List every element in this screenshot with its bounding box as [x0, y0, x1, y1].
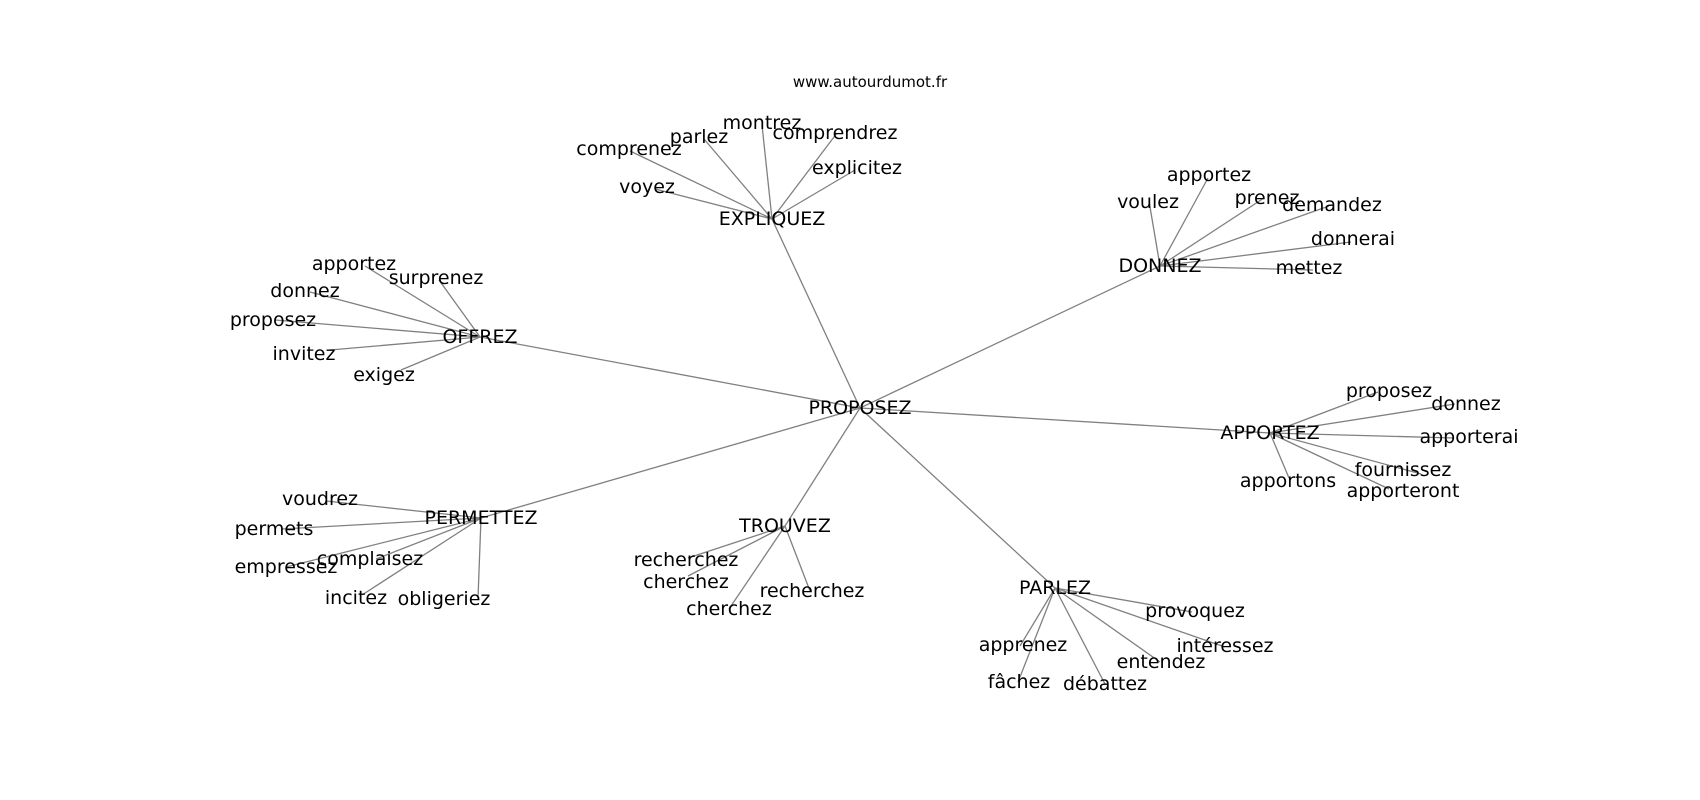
leaf-node-label: cherchez: [643, 571, 729, 593]
edge-apportez-apporteront: [1269, 432, 1390, 490]
leaf-node-label: donnez: [1431, 393, 1500, 415]
edges-layer: [274, 124, 1456, 685]
leaf-node-label: recherchez: [634, 549, 739, 571]
edge-donnez-voulez: [1148, 200, 1161, 267]
edge-offrez-proposez: [274, 319, 481, 338]
leaf-node-label: apportez: [312, 253, 396, 275]
leaf-node-label: voulez: [1117, 191, 1179, 213]
edge-apportez-donnez: [1269, 403, 1456, 434]
edge-parlez-apprenez: [1019, 587, 1056, 647]
edge-trouvez-cherchez: [687, 525, 786, 577]
edge-offrez-apportez: [364, 265, 481, 338]
edge-parlez-provoquez: [1054, 587, 1193, 613]
edge-center-expliquez: [771, 218, 861, 409]
site-credit: www.autourdumot.fr: [793, 73, 948, 91]
leaf-node-label: donnez: [270, 280, 339, 302]
leaf-node-label: recherchez: [760, 580, 865, 602]
leaf-node-label: voudrez: [282, 488, 358, 510]
edge-trouvez-recherchez: [687, 525, 786, 559]
leaf-node-label: voyez: [619, 176, 675, 198]
edge-apportez-apportons: [1269, 432, 1290, 479]
leaf-node-label: demandez: [1282, 194, 1382, 216]
leaf-node-label: invitez: [273, 343, 336, 365]
edge-expliquez-comprendrez: [771, 132, 838, 220]
leaf-node-label: comprenez: [576, 138, 681, 160]
leaf-node-label: complaisez: [317, 548, 423, 570]
edge-expliquez-explicitez: [771, 169, 856, 220]
leaf-node-label: débattez: [1063, 673, 1147, 695]
hub-node-label: APPORTEZ: [1220, 422, 1319, 444]
leaf-node-label: donnerai: [1311, 228, 1395, 250]
edge-parlez-debattez: [1054, 587, 1106, 685]
edge-trouvez-recherchez: [784, 525, 811, 592]
leaf-node-label: empressez: [235, 556, 338, 578]
edge-permettez-obligeriez: [477, 517, 482, 599]
hub-node-label: EXPLIQUEZ: [719, 208, 826, 230]
edge-center-offrez: [479, 336, 861, 409]
edge-donnez-mettez: [1159, 265, 1314, 271]
hub-node-label: DONNEZ: [1118, 255, 1201, 277]
edge-apportez-fournissez: [1269, 432, 1422, 475]
edge-center-apportez: [859, 407, 1271, 434]
edge-permettez-incitez: [361, 517, 482, 596]
leaf-node-label: intéressez: [1176, 635, 1273, 657]
hub-node-label: TROUVEZ: [738, 515, 831, 537]
leaf-node-label: parlez: [670, 126, 728, 148]
edge-offrez-exigez: [400, 336, 481, 371]
edge-center-donnez: [859, 265, 1161, 409]
leaf-node-label: obligeriez: [398, 588, 491, 610]
edge-donnez-donnerai: [1159, 241, 1352, 267]
leaf-node-label: apporteront: [1347, 480, 1460, 502]
edge-expliquez-voyez: [654, 188, 773, 220]
leaf-node-label: mettez: [1276, 257, 1343, 279]
edge-permettez-permets: [281, 517, 482, 530]
leaf-node-label: exigez: [353, 364, 415, 386]
leaf-node-label: fournissez: [1355, 459, 1452, 481]
edge-expliquez-parlez: [703, 138, 773, 220]
edge-expliquez-montrez: [761, 124, 773, 220]
edge-offrez-surprenez: [438, 279, 481, 338]
center-node-label: PROPOSEZ: [808, 397, 911, 419]
leaf-node-label: apporterai: [1419, 426, 1518, 448]
leaf-node-label: comprendrez: [773, 122, 898, 144]
edge-donnez-demandez: [1159, 205, 1330, 267]
edge-parlez-fachez: [1017, 587, 1056, 683]
edge-apportez-apporterai: [1269, 432, 1455, 439]
edge-offrez-donnez: [309, 291, 481, 338]
hub-node-label: OFFREZ: [442, 326, 517, 348]
edge-apportez-proposez: [1269, 391, 1379, 434]
leaf-node-label: explicitez: [812, 157, 902, 179]
leaf-node-label: apportons: [1240, 470, 1336, 492]
leaf-node-label: apportez: [1167, 164, 1251, 186]
leaf-node-label: apprenez: [979, 634, 1068, 656]
edge-permettez-empressez: [285, 517, 482, 568]
leaf-node-label: proposez: [230, 309, 316, 331]
hub-node-label: PERMETTEZ: [425, 507, 538, 529]
edge-trouvez-cherchez: [728, 525, 786, 610]
leaf-node-label: prenez: [1235, 187, 1300, 209]
edge-offrez-invitez: [329, 336, 481, 351]
hub-node-label: PARLEZ: [1019, 577, 1091, 599]
edge-permettez-complaisez: [375, 517, 482, 560]
leaf-node-label: surprenez: [389, 267, 484, 289]
edge-parlez-entendez: [1054, 587, 1161, 663]
edge-parlez-interessez: [1054, 587, 1223, 647]
leaf-node-label: montrez: [723, 112, 802, 134]
leaf-node-label: provoquez: [1145, 600, 1245, 622]
leaf-node-label: cherchez: [686, 598, 772, 620]
edge-center-trouvez: [784, 407, 861, 527]
labels-layer: www.autourdumot.fr PROPOSEZ EXPLIQUEZ comp…: [230, 73, 1519, 695]
edge-donnez-prenez: [1159, 197, 1265, 267]
edge-permettez-voudrez: [325, 500, 482, 519]
edge-donnez-apportez: [1159, 177, 1209, 267]
leaf-node-label: proposez: [1346, 380, 1432, 402]
leaf-node-label: incitez: [325, 587, 387, 609]
edge-center-permettez: [480, 407, 861, 519]
edge-center-parlez: [859, 407, 1056, 589]
leaf-node-label: permets: [235, 518, 314, 540]
leaf-node-label: entendez: [1117, 651, 1206, 673]
leaf-node-label: fâchez: [988, 671, 1051, 693]
edge-expliquez-comprenez: [629, 150, 773, 220]
